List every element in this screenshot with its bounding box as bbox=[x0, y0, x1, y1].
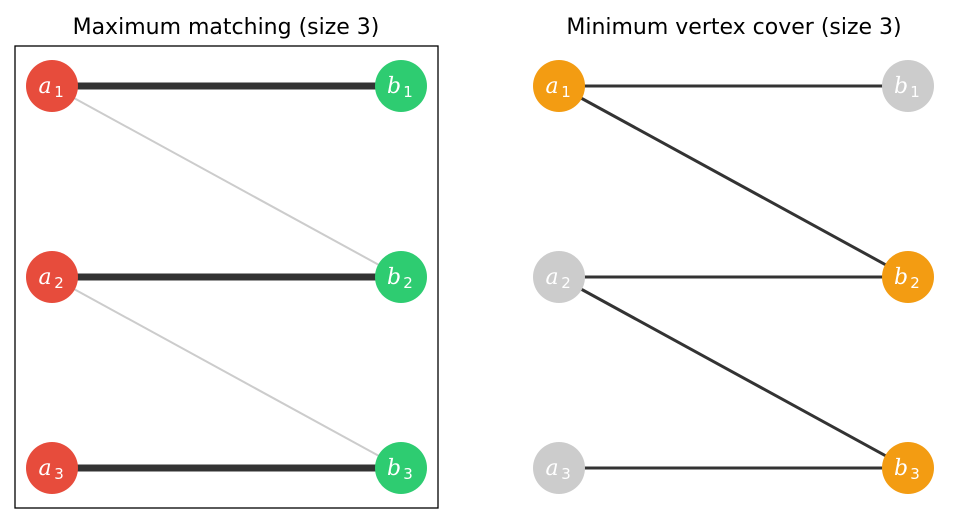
node-label: a bbox=[545, 74, 558, 99]
panel-title: Minimum vertex cover (size 3) bbox=[566, 15, 901, 40]
node-subscript: 1 bbox=[403, 83, 413, 101]
node-label: a bbox=[38, 265, 51, 290]
node-subscript: 2 bbox=[910, 274, 920, 292]
node-label: b bbox=[387, 456, 401, 481]
node-circle bbox=[26, 442, 78, 494]
node-subscript: 2 bbox=[561, 274, 571, 292]
edge-a2-b3 bbox=[51, 276, 402, 469]
node-label: b bbox=[387, 74, 401, 99]
node-subscript: 3 bbox=[54, 465, 64, 483]
edge-a1-b2 bbox=[558, 84, 909, 279]
node-circle bbox=[375, 251, 427, 303]
node-label: b bbox=[894, 74, 908, 99]
node-circle bbox=[533, 60, 585, 112]
node-circle bbox=[533, 251, 585, 303]
node-circle bbox=[533, 442, 585, 494]
edge-a2-b3 bbox=[558, 275, 909, 470]
node-label: a bbox=[38, 74, 51, 99]
node-circle bbox=[26, 60, 78, 112]
node-label: b bbox=[894, 456, 908, 481]
node-label: a bbox=[545, 265, 558, 290]
node-circle bbox=[882, 442, 934, 494]
node-circle bbox=[375, 60, 427, 112]
node-subscript: 3 bbox=[403, 465, 413, 483]
node-subscript: 2 bbox=[403, 274, 413, 292]
node-circle bbox=[882, 60, 934, 112]
node-subscript: 1 bbox=[54, 83, 64, 101]
panel-title: Maximum matching (size 3) bbox=[73, 15, 380, 40]
node-subscript: 1 bbox=[561, 83, 571, 101]
edge-layer bbox=[51, 82, 402, 472]
node-subscript: 3 bbox=[910, 465, 920, 483]
node-subscript: 1 bbox=[910, 83, 920, 101]
node-subscript: 2 bbox=[54, 274, 64, 292]
node-label: a bbox=[38, 456, 51, 481]
node-label: a bbox=[545, 456, 558, 481]
edge-a1-b2 bbox=[51, 85, 402, 278]
node-circle bbox=[882, 251, 934, 303]
edge-layer bbox=[558, 84, 909, 470]
node-label: b bbox=[387, 265, 401, 290]
node-label: b bbox=[894, 265, 908, 290]
node-circle bbox=[26, 251, 78, 303]
panel-frame bbox=[14, 45, 439, 509]
node-circle bbox=[375, 442, 427, 494]
node-subscript: 3 bbox=[561, 465, 571, 483]
